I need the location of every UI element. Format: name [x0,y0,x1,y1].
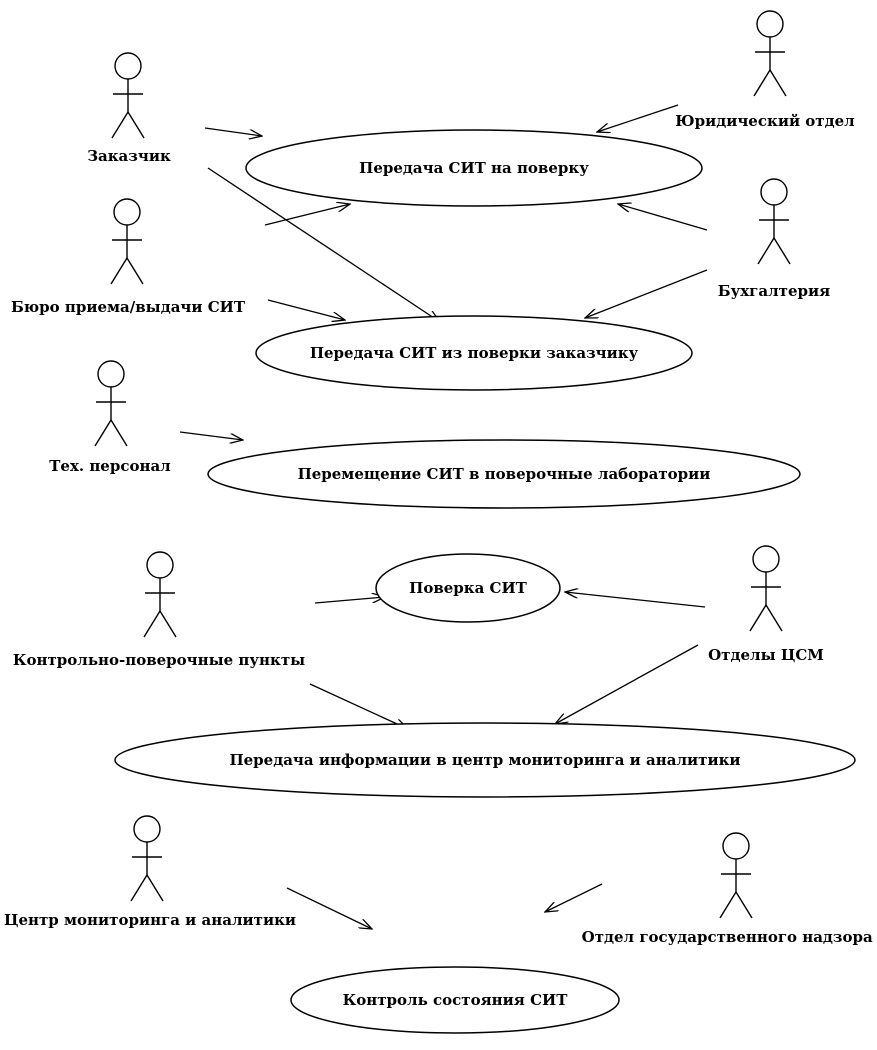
association-reception-transfer [264,204,350,226]
association-csm-info [555,644,699,724]
associations [179,104,708,929]
use-case-shape [114,722,856,798]
actor-accounting: Бухгалтерия [718,178,830,300]
actor-label: Юридический отдел [675,112,855,130]
actor-label: Центр мониторинга и аналитики [4,911,296,929]
use-case-shape [375,553,561,623]
actor-label: Отдел государственного надзора [582,928,873,946]
use-case-verify: Поверка СИТ [375,553,561,623]
stick-figure-icon [94,360,128,447]
association-customer-return [207,167,440,322]
actor-label: Тех. персонал [49,457,171,475]
use-case-transfer: Передача СИТ на поверку [245,129,703,207]
actor-tech: Тех. персонал [49,360,171,475]
stick-figure-icon [110,198,144,285]
association-accounting-return [585,269,708,318]
use-case-label: Передача СИТ на поверку [359,159,589,177]
association-legal-transfer [597,104,679,132]
use-case-label: Контроль состояния СИТ [343,991,569,1009]
use-case-label: Передача СИТ из поверки заказчику [310,344,639,362]
use-case-shape [245,129,703,207]
actor-customer: Заказчик [87,52,171,165]
actor-supervision: Отдел государственного надзора [582,832,873,946]
stick-figure-icon [757,178,791,265]
actor-label: Бухгалтерия [718,282,830,300]
stick-figure-icon [111,52,145,139]
stick-figure-icon [130,815,164,902]
association-monitoring-control [286,887,372,929]
use-case-label: Поверка СИТ [409,579,528,597]
use-case-move: Перемещение СИТ в поверочные лаборатории [207,439,801,509]
actor-checkpoints: Контрольно-поверочные пункты [13,551,305,669]
actor-label: Отделы ЦСМ [708,646,824,664]
stick-figure-icon [719,832,753,919]
association-checkpoints-info [309,683,408,729]
stick-figure-icon [753,10,787,97]
association-checkpoints-verify [314,597,385,604]
use-case-control: Контроль состояния СИТ [290,966,620,1034]
actor-csm: Отделы ЦСМ [708,545,824,664]
association-accounting-transfer [618,204,708,231]
use-case-label: Передача информации в центр мониторинга … [229,751,740,769]
actor-monitoring: Центр мониторинга и аналитики [4,815,296,929]
use-case-shape [290,966,620,1034]
use-case-info: Передача информации в центр мониторинга … [114,722,856,798]
actor-legal: Юридический отдел [675,10,855,130]
use-case-shape [255,315,693,391]
actor-label: Контрольно-поверочные пункты [13,651,305,669]
association-reception-return [267,299,345,320]
association-customer-transfer [204,127,262,136]
stick-figure-icon [143,551,177,638]
association-csm-verify [565,592,706,608]
use-case-return: Передача СИТ из поверки заказчику [255,315,693,391]
use-case-shape [207,439,801,509]
stick-figure-icon [749,545,783,632]
actor-reception: Бюро приема/выдачи СИТ [11,198,246,316]
use-case-label: Перемещение СИТ в поверочные лаборатории [298,465,711,483]
association-supervision-control [545,883,603,912]
actor-label: Заказчик [87,147,171,165]
actor-label: Бюро приема/выдачи СИТ [11,298,246,316]
association-tech-move [179,431,243,440]
